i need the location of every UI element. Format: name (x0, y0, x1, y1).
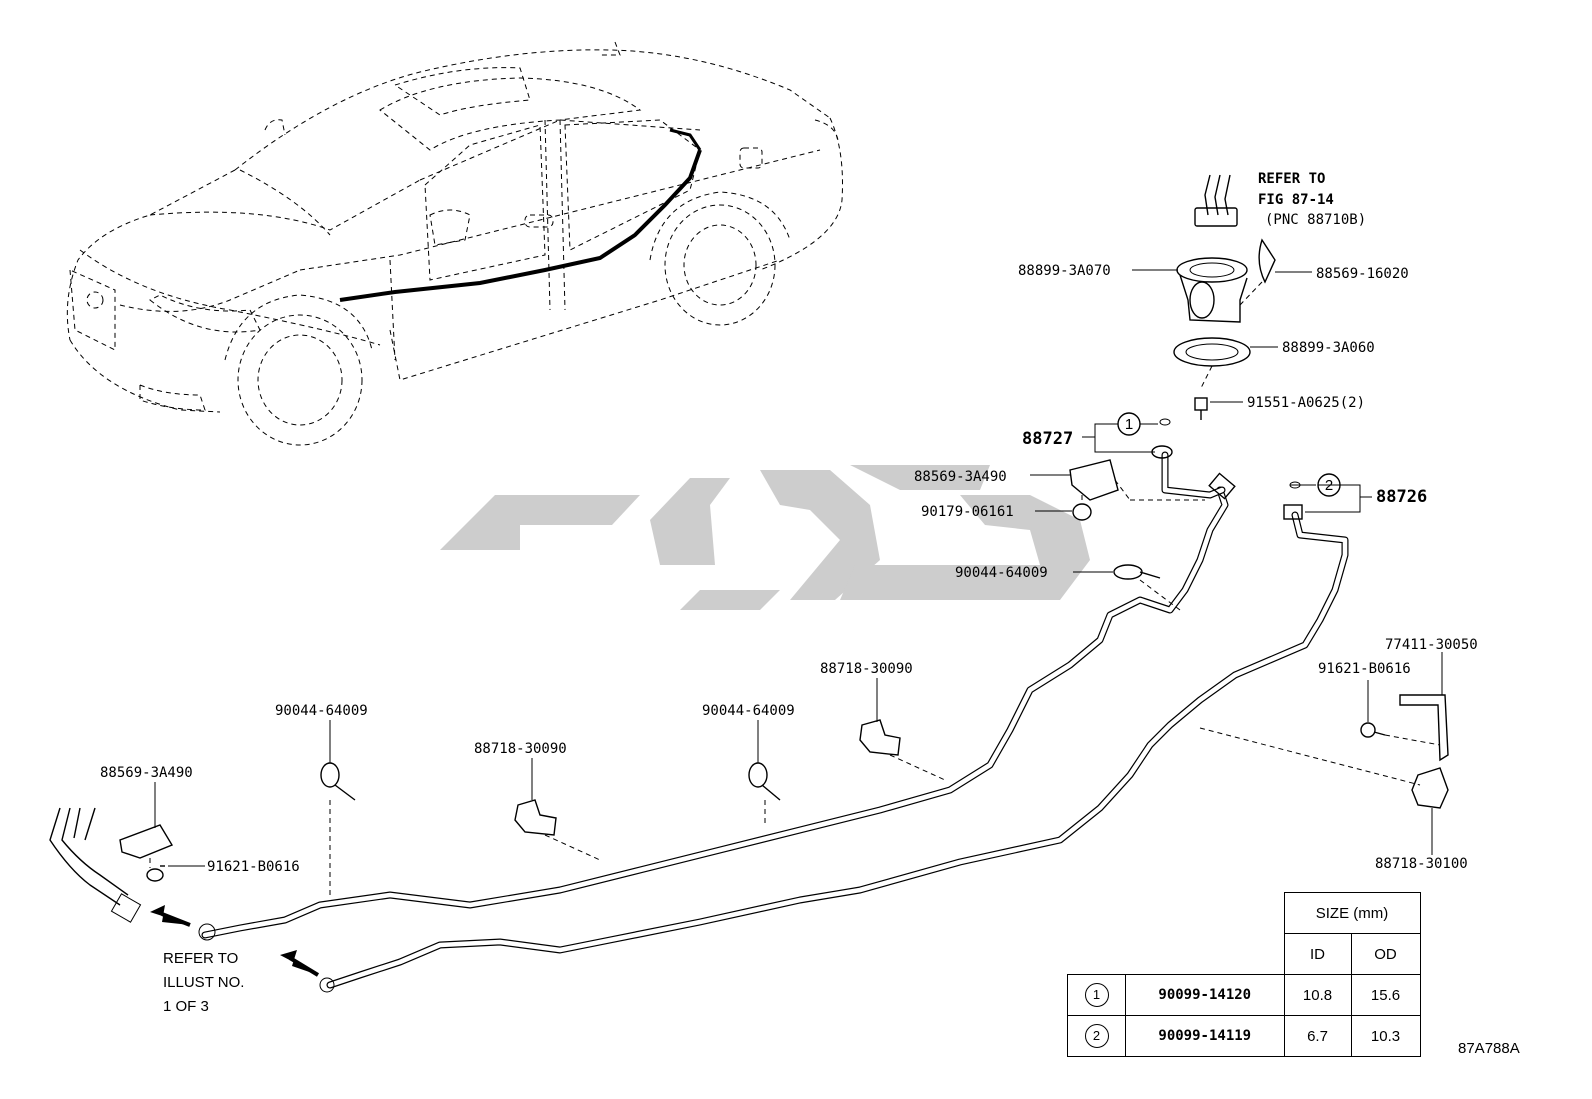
svg-text:REFER TO: REFER TO (1258, 171, 1325, 187)
label-88718-30090-right: 88718-30090 (820, 661, 913, 677)
clamp-90044-right (1113, 564, 1181, 611)
leader-lines (154, 269, 1443, 867)
clip-88718-30100 (1199, 727, 1449, 809)
fuel-pipe-main (201, 486, 1229, 939)
bolt-91621-right (1360, 722, 1386, 738)
arrow-icon (150, 905, 320, 977)
row-od: 15.6 (1350, 974, 1421, 1016)
clip-88718-30090-mid (514, 799, 601, 861)
label-88899-3A060: 88899-3A060 (1282, 340, 1375, 356)
svg-text:FIG 87-14: FIG 87-14 (1258, 192, 1334, 208)
figure-id: 87A788A (1458, 1040, 1520, 1057)
bracket-77411 (1384, 694, 1449, 762)
bracket-88569-3A490-left (119, 824, 174, 859)
pipe-88727 (1161, 451, 1226, 499)
svg-text:(PNC 88710B): (PNC 88710B) (1265, 212, 1366, 228)
clamp-90044-left (320, 762, 356, 895)
label-88569-16020: 88569-16020 (1316, 266, 1409, 282)
label-77411: 77411-30050 (1385, 637, 1478, 653)
table-row: 1 90099-14120 10.8 15.6 (1067, 974, 1421, 1016)
col-id-header: ID (1283, 933, 1352, 975)
size-table: SIZE (mm) ID OD 1 90099-14120 10.8 15.6 … (1067, 892, 1421, 1057)
label-88727: 88727 (1022, 429, 1073, 449)
bolt-91621-left (146, 858, 165, 882)
row-part: 90099-14119 (1125, 1015, 1285, 1057)
label-88718-30090-mid: 88718-30090 (474, 741, 567, 757)
row-number: 1 (1084, 983, 1109, 1007)
svg-text:ILLUST NO.: ILLUST NO. (163, 974, 244, 991)
label-88569-3A490-left: 88569-3A490 (100, 765, 193, 781)
refer-note-bottom: REFER TO ILLUST NO. 1 OF 3 (163, 950, 244, 1015)
svg-text:REFER TO: REFER TO (163, 950, 238, 967)
nut-90179 (1072, 495, 1092, 521)
row-od: 10.3 (1350, 1015, 1421, 1057)
gasket-88899-3A060 (1173, 337, 1251, 391)
label-91621-right: 91621-B0616 (1318, 661, 1411, 677)
label-90044-mid: 90044-64009 (702, 703, 795, 719)
label-90044-left: 90044-64009 (275, 703, 368, 719)
bolt-91551 (1194, 397, 1208, 420)
label-88718-30100: 88718-30100 (1375, 856, 1468, 872)
fuel-sender-connector (1194, 174, 1238, 227)
label-90179: 90179-06161 (921, 504, 1014, 520)
label-91621-left: 91621-B0616 (207, 859, 300, 875)
left-hose-fitting (49, 807, 335, 993)
clamp-90044-mid (748, 762, 781, 825)
label-90044-right: 90044-64009 (955, 565, 1048, 581)
svg-text:1 OF 3: 1 OF 3 (163, 998, 209, 1015)
cap-88569-16020 (1239, 238, 1276, 306)
row-number: 2 (1084, 1024, 1109, 1048)
row-part: 90099-14120 (1125, 974, 1285, 1016)
refer-note-top: REFER TO FIG 87-14 (PNC 88710B) (1258, 171, 1366, 228)
size-header: SIZE (mm) (1283, 892, 1421, 934)
label-88726: 88726 (1376, 487, 1427, 507)
svg-text:1: 1 (1125, 416, 1133, 433)
car-illustration (66, 41, 843, 446)
label-88569-3A490-top: 88569-3A490 (914, 469, 1007, 485)
bracket-88569-3A490 (1069, 459, 1205, 501)
rear-wheel (649, 191, 791, 326)
row-id: 10.8 (1283, 974, 1352, 1016)
label-91551: 91551-A0625(2) (1247, 395, 1365, 411)
clip-88718-30090-right (859, 719, 946, 781)
filler-neck-88899-3A070 (1176, 257, 1248, 323)
callout-circle-2: 2 (1317, 473, 1341, 497)
row-id: 6.7 (1283, 1015, 1352, 1057)
label-88899-3A070: 88899-3A070 (1018, 263, 1111, 279)
svg-text:2: 2 (1325, 477, 1333, 494)
table-row: 2 90099-14119 6.7 10.3 (1067, 1015, 1421, 1057)
front-wheel (224, 294, 373, 446)
watermark-logo (440, 465, 1090, 610)
fuel-pipe-return (326, 511, 1349, 989)
col-od-header: OD (1350, 933, 1421, 975)
callout-circle-1: 1 (1117, 412, 1141, 436)
